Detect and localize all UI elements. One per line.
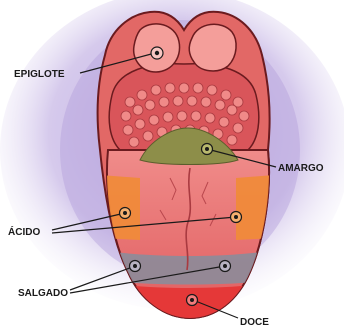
epiglote-target-dot-icon: [151, 47, 163, 59]
label-epiglote: EPIGLOTE: [14, 69, 65, 80]
acido-left-target-dot-icon: [120, 208, 131, 219]
label-doce: DOCE: [240, 317, 269, 328]
amargo-target-dot-icon: [202, 144, 213, 155]
acido-right-target-dot-icon: [231, 212, 242, 223]
salgado-right-target-dot-icon: [220, 261, 231, 272]
salgado-left-target-dot-icon: [130, 261, 141, 272]
label-acido: ÁCIDO: [8, 225, 40, 238]
epiglottis-right-lobe: [189, 24, 236, 71]
label-amargo: AMARGO: [278, 163, 324, 174]
label-salgado: SALGADO: [18, 288, 68, 299]
doce-target-dot-icon: [187, 295, 198, 306]
